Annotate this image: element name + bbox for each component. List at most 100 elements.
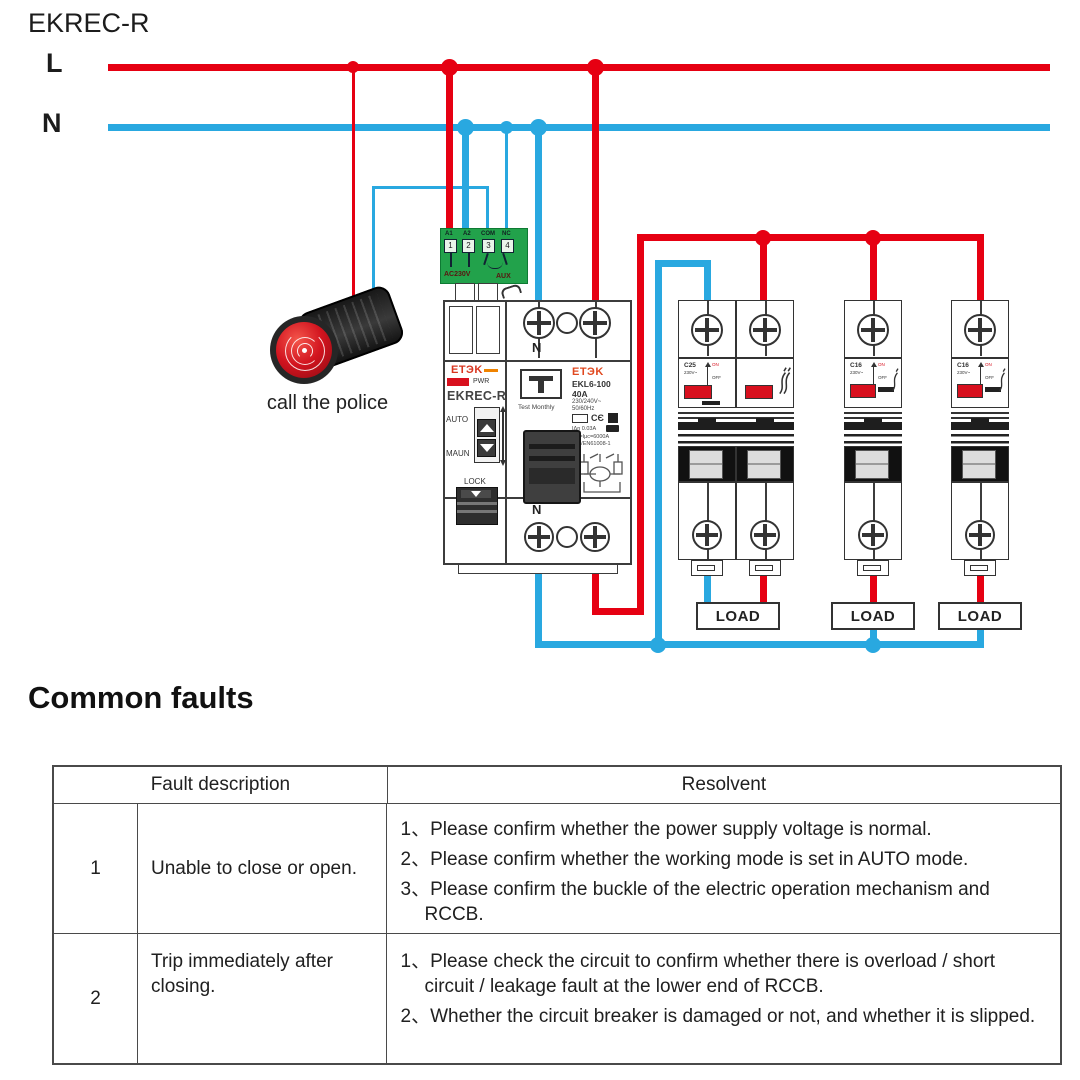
wire-clamp [857,560,889,576]
breaker3-live-drop-wire [977,238,984,305]
rccb-voltage: 230/240V~ [572,399,602,405]
breaker-toggle-handle [855,450,889,479]
rccb-icn: Inc=Iμc=6000A [572,434,610,440]
rccb-model: EKL6-100 [572,379,611,389]
lock-slider-handle [461,490,491,498]
breaker-rating: C25 [684,362,696,369]
device-divider [443,360,632,362]
breaker-live-bus-wire [637,234,984,241]
screw-terminal-icon [750,520,780,550]
live-line-label: L [46,48,63,78]
rating-tag-icon [606,425,619,432]
junction-dot [441,59,458,76]
test-button-t-glyph [538,376,544,393]
junction-dot [865,230,881,246]
buzzer-neutral-wire [372,186,375,318]
rccb-circuit-diagram [579,453,623,493]
breaker1-neutral-riser-wire [655,260,711,267]
lock-label: LOCK [464,477,486,486]
arrow-down-icon [479,444,494,452]
ce-mark: CЄ [591,413,604,423]
aux-pigtail [450,253,452,267]
arrow-up-icon [705,362,711,367]
breaker-toggle-handle [962,450,996,479]
on-label: ON [878,362,885,367]
rccb-live-out-wire [592,608,644,615]
aux-pigtail [502,253,508,265]
aux-terminal-label: COM [481,231,495,237]
test-caption: Test Monthly [518,404,555,411]
aux-terminal-number: 3 [482,239,495,253]
aux-terminal-block: A1 A2 COM NC 1 2 3 4 AC230V AUX [440,228,528,284]
rccb-neutral-feed-wire [535,128,542,305]
junction-dot [755,230,771,246]
aux-terminal-label: A1 [445,231,453,237]
auto-mode-label: AUTO [446,415,469,424]
on-label: ON [985,362,992,367]
rccb-standard: IEC/EN61008-1 [572,441,611,447]
mode-switch-handle [477,419,496,437]
screw-terminal-icon [692,520,722,550]
table-header-row: Fault description Resolvent [54,767,1060,803]
approval-mark-icon [572,414,588,423]
wire-clamp [749,560,781,576]
onoff-arrow-icon [873,364,875,390]
breaker1-pole-live [736,300,794,576]
load3-neutral-wire [977,628,984,645]
off-label: OFF [985,375,994,380]
breaker-rating: C16 [957,362,969,369]
status-window [684,385,712,399]
off-label: OFF [878,375,887,380]
resolvent-item: 1、Please check the circuit to confirm wh… [400,951,996,998]
ukca-mark-icon [608,413,618,423]
aux-terminal-label: NC [502,231,511,237]
faults-table: Fault description Resolvent 1 Unable to … [52,765,1062,1065]
screw-terminal-icon [858,520,888,550]
breaker-toggle-handle [689,450,723,479]
fault-number: 1 [90,857,101,879]
pwr-led-icon [447,378,469,386]
breaker-voltage: 230V~ [957,370,971,375]
buzzer-sound-arc [291,337,319,365]
arrow-up-icon [871,362,877,367]
fault-description: Unable to close or open. [137,804,386,933]
aux-terminal-number: 4 [501,239,514,253]
resolvent-cell: 1、Please confirm whether the power suppl… [385,804,1060,933]
device-foot [458,565,618,574]
mode-switch-handle [477,439,496,457]
onoff-arrow-icon [707,364,709,390]
breaker1-pole-neutral: C25 230V~ ON OFF [678,300,736,576]
breaker1-neutral-drop-wire [704,263,711,305]
status-window [957,384,983,398]
buzzer-live-wire [352,67,355,318]
arrow-up-icon [978,362,984,367]
status-window [850,384,876,398]
mode-selector-switch [474,407,500,463]
buzzer-neutral-wire [486,186,489,230]
aux-pigtail [468,253,470,267]
buzzer-neutral-wire [372,186,488,189]
off-label: OFF [712,375,721,380]
resolvent-item: 2、Please confirm whether the working mod… [400,849,969,871]
rccb-live-feed-wire [592,67,599,305]
rccb-rated-current: 40A [572,389,588,399]
on-label: ON [712,362,719,367]
toggle-ridge [529,468,575,484]
aux-aux-label: AUX [496,273,511,280]
aux-mount-stub [478,283,498,301]
aux-terminal-number: 2 [462,239,475,253]
toggle-ridge [529,456,575,461]
device-divider [505,300,507,565]
lock-slider-ridge [457,502,497,505]
rccb-idn: IΔn 0.03A [572,426,597,432]
breaker-voltage: 230V~ [684,370,698,375]
trip-curve-icon [779,367,791,395]
buzzer-sound-arc [297,343,313,359]
rccb-frequency: 50/60Hz [572,406,595,412]
resolvent-item: 2、Whether the circuit breaker is damaged… [400,1006,1036,1028]
neutral-port-icon [556,312,578,334]
live-bus-line [108,64,1050,71]
load3-live-wire [977,576,984,606]
aux-voltage-label: AC230V [444,271,471,278]
